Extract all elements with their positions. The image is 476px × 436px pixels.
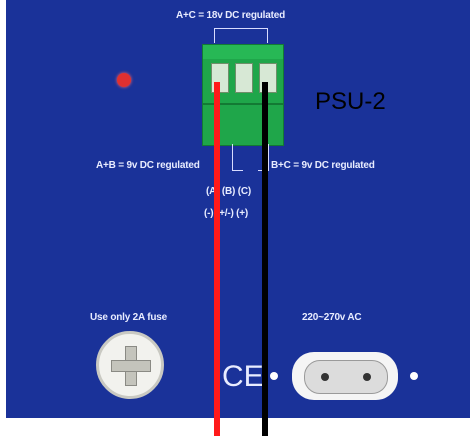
label-ac-18v: A+C = 18v DC regulated	[176, 10, 285, 21]
ac-socket-inner	[304, 360, 388, 394]
bracket-ab	[232, 144, 243, 171]
label-polarity: (-) (+/-) (+)	[204, 208, 249, 219]
background-strip	[6, 418, 470, 436]
terminal-seam	[203, 103, 283, 105]
terminal-top	[203, 45, 283, 59]
label-bc-9v: B+C = 9v DC regulated	[271, 160, 375, 171]
fuse-holder-icon[interactable]	[96, 331, 164, 399]
psu-label: PSU-2	[315, 88, 386, 115]
red-wire	[214, 82, 220, 436]
terminal-slot-b[interactable]	[235, 63, 253, 93]
black-wire	[262, 82, 268, 436]
ce-mark-icon: CE	[222, 360, 264, 393]
fuse-slot-horizontal	[111, 360, 151, 372]
bracket-top	[214, 28, 268, 43]
red-led-icon	[117, 73, 131, 87]
label-terminals: (A) (B) (C)	[206, 186, 252, 197]
label-fuse: Use only 2A fuse	[90, 312, 168, 323]
ac-pin-left	[321, 373, 329, 381]
socket-dot-right	[410, 372, 418, 380]
label-ac-input: 220~270v AC	[302, 312, 362, 323]
label-ab-9v: A+B = 9v DC regulated	[96, 160, 200, 171]
socket-dot-left	[270, 372, 278, 380]
ac-pin-right	[363, 373, 371, 381]
ac-socket-icon[interactable]	[292, 352, 398, 400]
